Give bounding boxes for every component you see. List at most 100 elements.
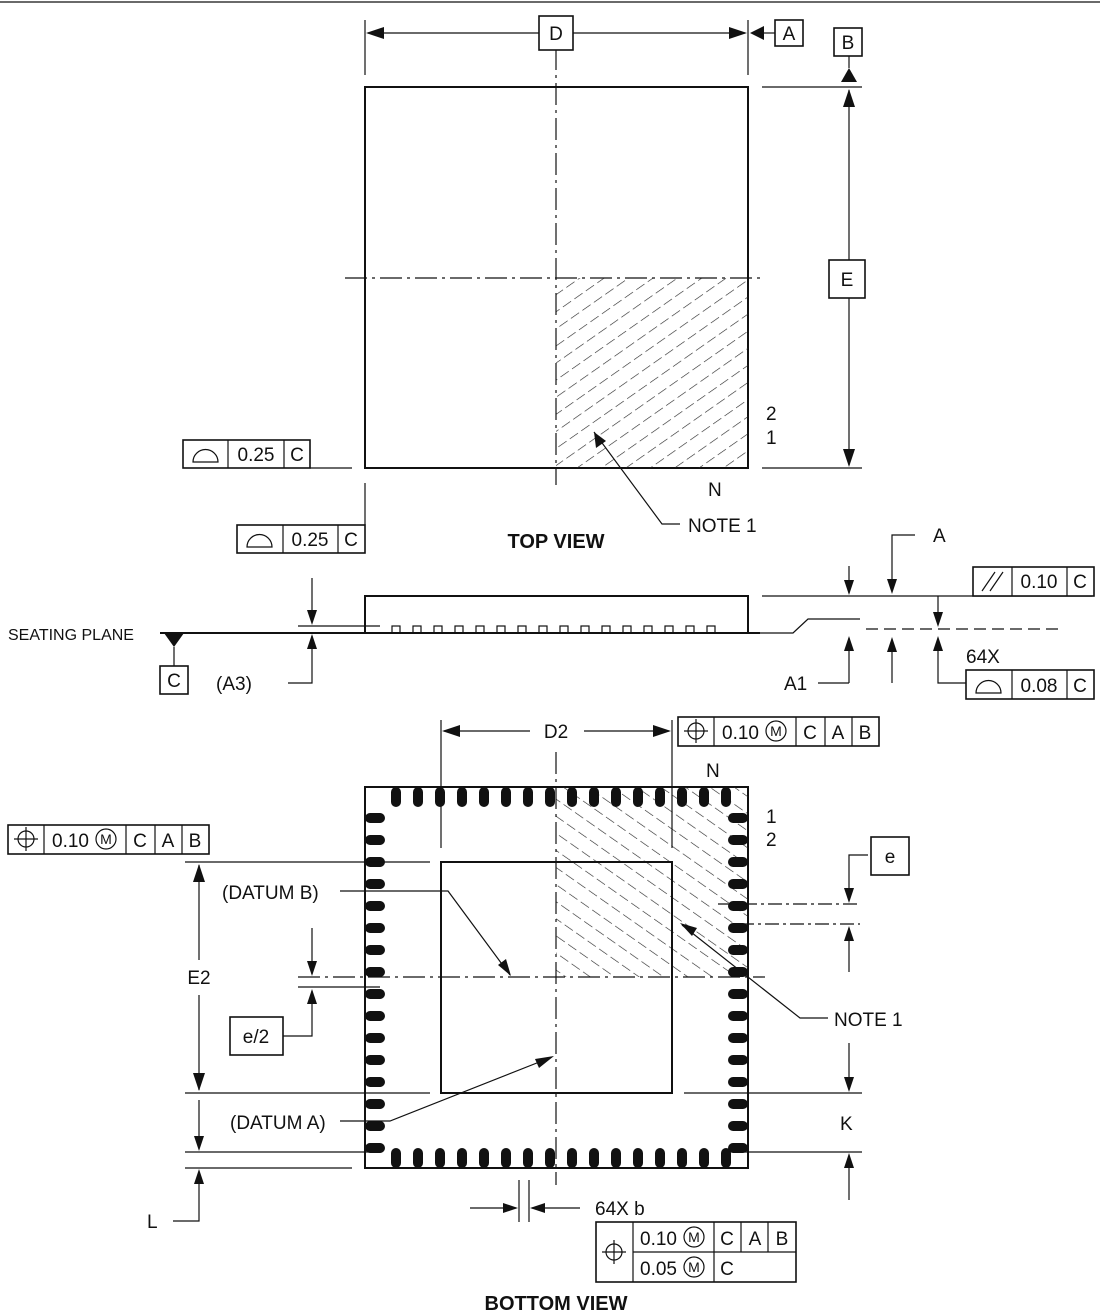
arrowhead-icon (442, 725, 460, 737)
position-datum-a-e2: A (162, 831, 175, 852)
dim-b-label: 64X b (595, 1199, 645, 1220)
pin-2-label-bottom: 2 (766, 830, 777, 851)
mmc-letter: M (100, 831, 112, 847)
datum-a-label: (DATUM A) (230, 1113, 326, 1134)
pads-right-column (728, 813, 748, 1153)
dim-e-half-label: e/2 (243, 1027, 269, 1048)
pads-left-column (365, 813, 385, 1153)
profile-value-side: 0.08 (1021, 676, 1058, 697)
position-datum-c-composite-2: C (720, 1259, 734, 1280)
position-value-d2: 0.10 (722, 723, 759, 744)
profile-frame-lower: 0.25 C (236, 524, 366, 554)
position-frame-d2: 0.10 M C A B (677, 716, 880, 747)
arrowhead-icon (680, 923, 697, 936)
pin-1-label-bottom: 1 (766, 807, 777, 828)
dim-d-label: D (549, 24, 563, 45)
pin1-hatched-area-bottom (556, 787, 748, 977)
position-value-e2: 0.10 (52, 831, 89, 852)
pads-bottom-row (391, 1148, 731, 1168)
arrowhead-icon (843, 449, 855, 467)
position-datum-c-e2: C (133, 831, 147, 852)
datum-triangle-icon (750, 26, 764, 40)
mmc-icon (683, 1226, 705, 1248)
arrowhead-icon (594, 432, 606, 448)
arrowhead-icon (307, 961, 317, 976)
dim-l-label: L (147, 1212, 158, 1233)
pin1-hatched-area-top (556, 278, 748, 468)
position-icon (14, 827, 38, 851)
arrowhead-icon (307, 610, 317, 625)
arrowhead-icon (194, 1169, 204, 1184)
position-frame-composite: 0.10 M C A B 0.05 M C (595, 1221, 797, 1283)
parallelism-icon (981, 571, 1004, 592)
dim-e2-label: E2 (187, 968, 210, 989)
dim-a1-label: A1 (784, 674, 807, 695)
dim-e-pitch-label: e (885, 847, 896, 868)
dim-a3-label: (A3) (216, 674, 252, 695)
arrowhead-icon (194, 1136, 204, 1151)
arrowhead-icon (530, 1203, 545, 1213)
position-datum-a-d2: A (832, 723, 845, 744)
arrowhead-icon (193, 1073, 205, 1091)
datum-a-box: A (783, 24, 796, 45)
position-icon (684, 719, 708, 743)
mmc-letter: M (688, 1229, 700, 1245)
datum-b-label: (DATUM B) (222, 883, 319, 904)
profile-datum-side: C (1073, 676, 1087, 697)
arrowhead-icon (887, 637, 897, 652)
position-frame-e2: 0.10 M C A B (7, 824, 210, 855)
package-body-side (364, 595, 749, 634)
arrowhead-icon (844, 926, 854, 941)
arrowhead-icon (887, 579, 897, 594)
arrowhead-icon (844, 580, 854, 595)
mmc-letter: M (770, 723, 782, 739)
top-view-title: TOP VIEW (507, 531, 604, 553)
mmc-letter: M (688, 1259, 700, 1275)
profile-frame-side: 0.08 C (965, 669, 1095, 700)
pads-top-row (391, 787, 731, 807)
arrowhead-icon (933, 636, 943, 651)
note1-label-top: NOTE 1 (688, 516, 757, 537)
position-datum-a-composite-1: A (749, 1229, 762, 1250)
profile-of-surface-icon (975, 679, 1002, 694)
side-terminals (391, 625, 716, 634)
seating-plane-label: SEATING PLANE (8, 627, 134, 644)
position-datum-b-composite-1: B (776, 1229, 789, 1250)
position-datum-c-d2: C (803, 723, 817, 744)
position-icon (602, 1240, 626, 1264)
arrowhead-icon (844, 1153, 854, 1168)
mmc-icon (95, 828, 117, 850)
arrowhead-icon (307, 989, 317, 1004)
mmc-icon (765, 720, 787, 742)
arrowhead-icon (844, 636, 854, 651)
datum-triangle-icon (164, 633, 184, 647)
arrowhead-icon (307, 634, 317, 649)
arrowhead-icon (366, 27, 384, 39)
arrowhead-icon (498, 959, 511, 976)
pin-n-label-bottom: N (706, 761, 720, 782)
arrowhead-icon (729, 27, 747, 39)
datum-b-box: B (842, 33, 855, 54)
note1-label-bottom: NOTE 1 (834, 1010, 903, 1031)
pin-n-label-top: N (708, 480, 722, 501)
profile-of-surface-icon (192, 448, 219, 463)
arrowhead-icon (535, 1056, 554, 1068)
parallel-datum: C (1073, 572, 1087, 593)
profile-value-lower: 0.25 (292, 530, 329, 551)
datum-c-box: C (167, 671, 181, 692)
arrowhead-icon (933, 612, 943, 627)
profile-frame-upper: 0.25 C (182, 439, 311, 469)
side-view: SEATING PLANE C (A3) A1 A (8, 526, 1095, 700)
position-datum-b-e2: B (189, 831, 202, 852)
position-datum-b-d2: B (859, 723, 872, 744)
profile-datum-lower: C (344, 530, 358, 551)
datum-triangle-icon (841, 68, 857, 82)
bottom-view-title: BOTTOM VIEW (485, 1293, 628, 1315)
position-value-composite-2: 0.05 (640, 1259, 677, 1280)
parallel-value: 0.10 (1021, 572, 1058, 593)
dim-a-label: A (933, 526, 946, 547)
arrowhead-icon (844, 888, 854, 903)
arrowhead-icon (193, 864, 205, 882)
bottom-view: D2 0.10 M C A B N 1 2 (7, 716, 910, 1315)
